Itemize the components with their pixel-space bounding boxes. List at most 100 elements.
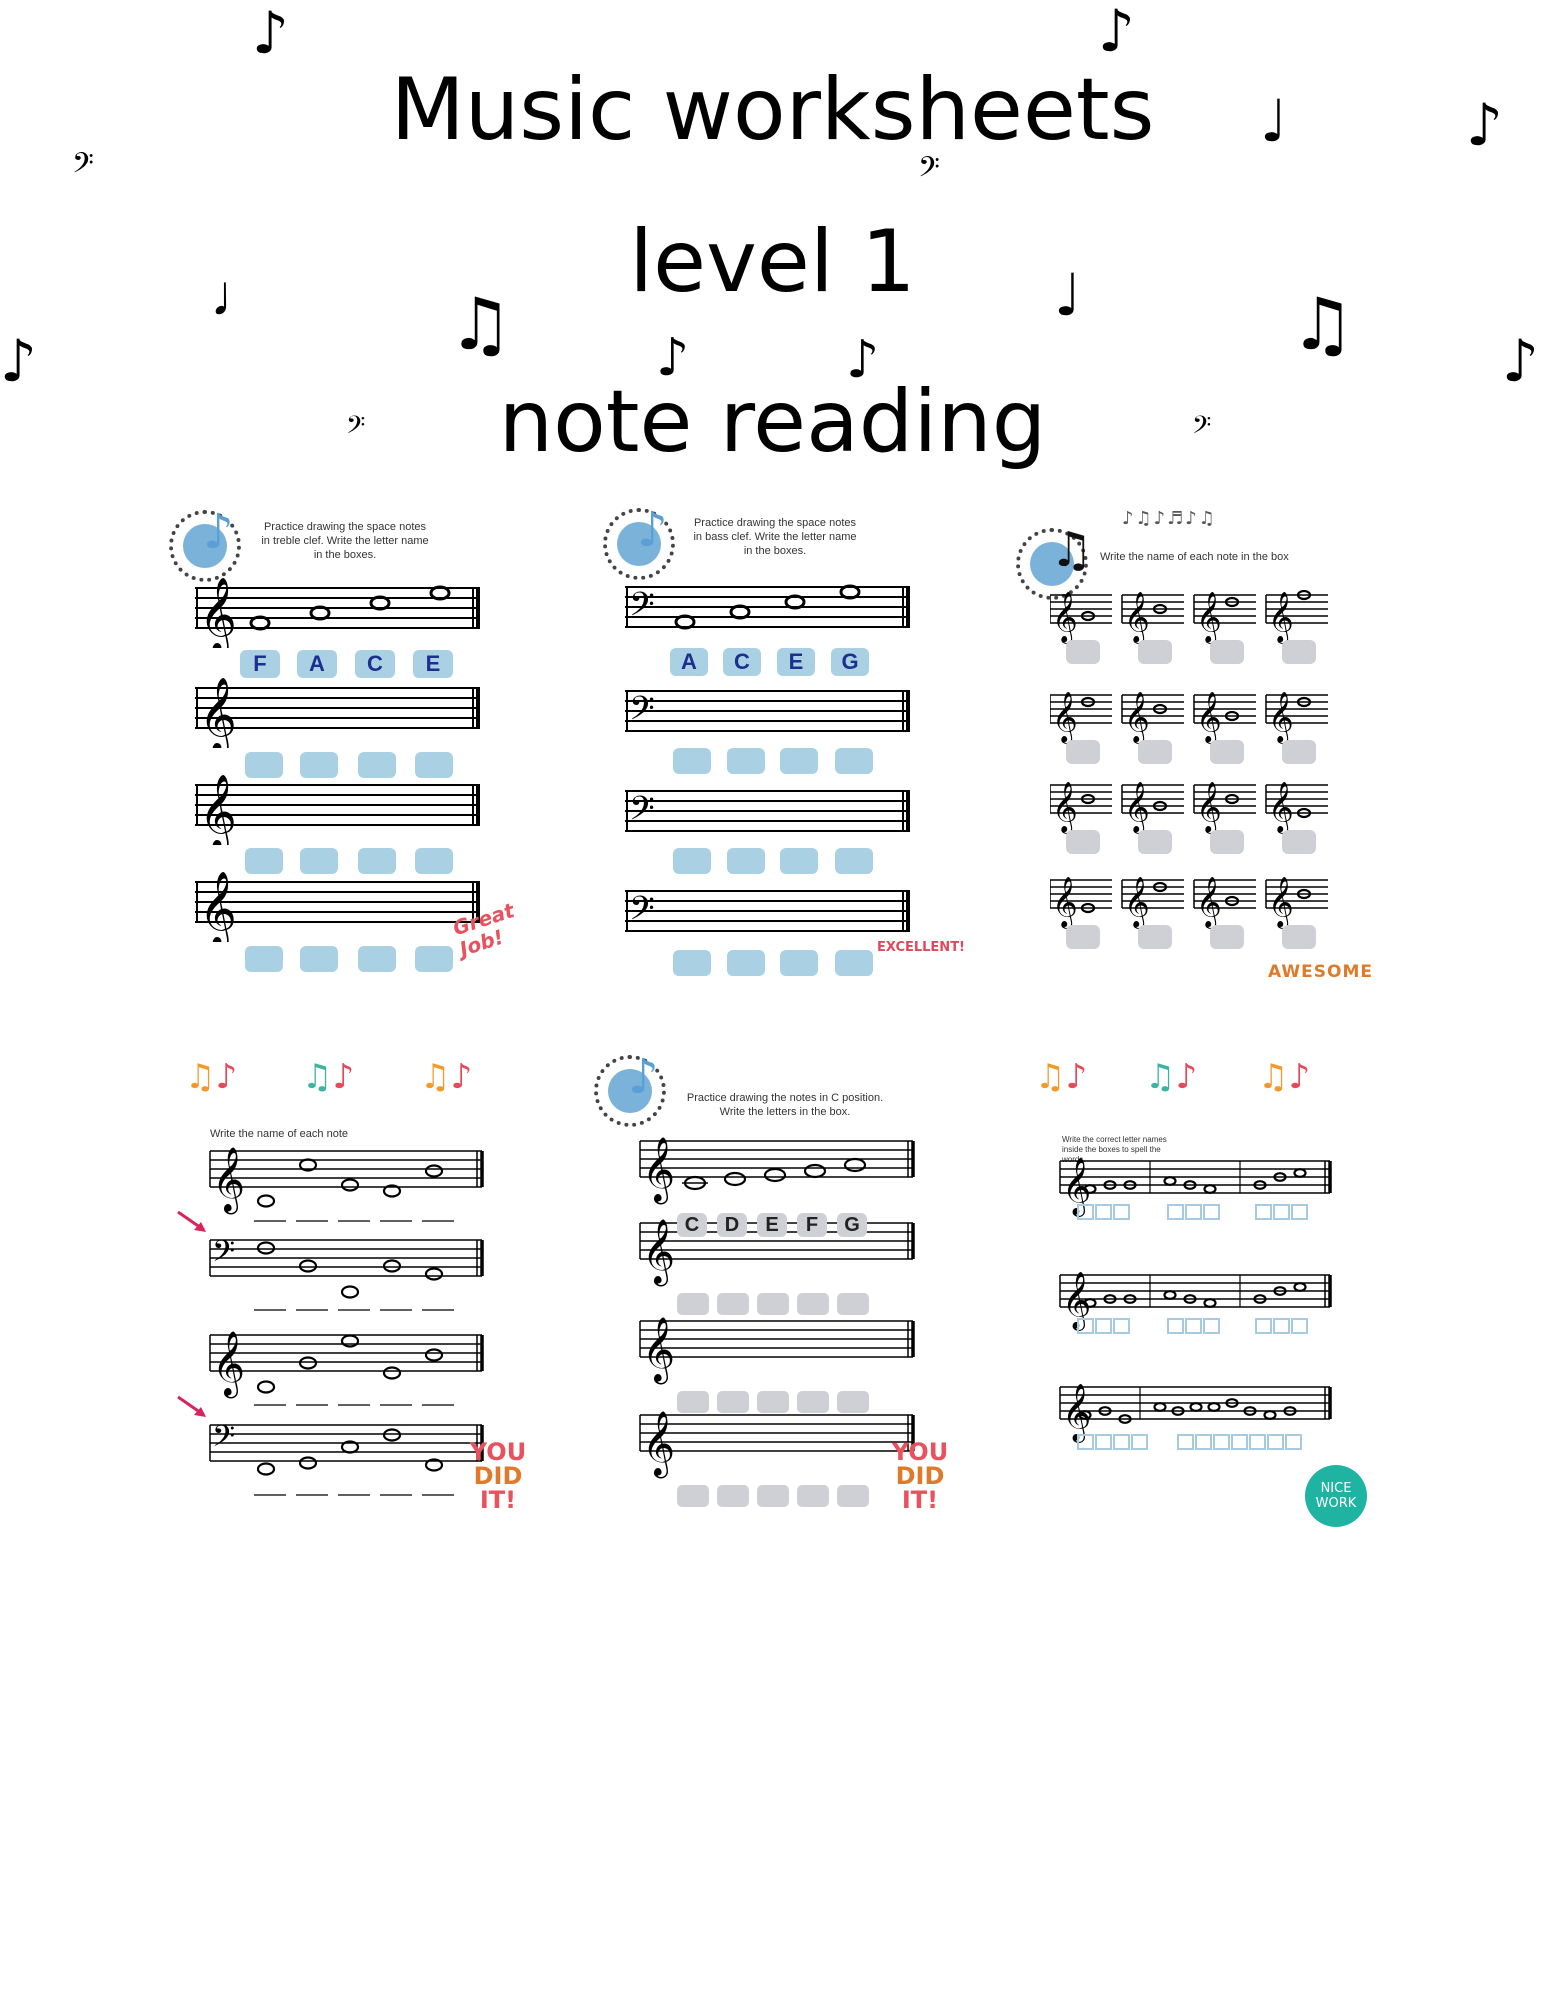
- treble-clef-icon: 𝄞: [1062, 1157, 1091, 1218]
- answer-box: [717, 1391, 749, 1413]
- answer-box[interactable]: E: [777, 648, 815, 676]
- answer-box[interactable]: G: [837, 1213, 867, 1237]
- whole-note: [803, 1163, 827, 1179]
- answer-box[interactable]: [835, 950, 873, 976]
- instruction-line: Write the name of each note in the box: [1100, 551, 1289, 563]
- answer-box[interactable]: [358, 848, 396, 874]
- treble-staff-empty: 𝄞: [195, 678, 480, 748]
- answer-box[interactable]: [245, 946, 283, 972]
- answer-box[interactable]: [245, 752, 283, 778]
- answer-box[interactable]: [300, 946, 338, 972]
- worksheet-name-each-note: ♫♪ ♫♪ ♫♪ Write the name of each note 𝄞𝄢𝄞…: [170, 1045, 540, 1535]
- treble-clef-icon: 𝄞: [1196, 877, 1222, 929]
- answer-box[interactable]: C: [355, 650, 395, 678]
- colorful-notes-icon: ♫♪: [185, 1057, 238, 1097]
- instruction-line: in the boxes.: [313, 549, 377, 561]
- answer-box[interactable]: [673, 748, 711, 774]
- whole-note: [1152, 603, 1168, 615]
- answer-box: [1138, 830, 1172, 854]
- svg-text:𝄞: 𝄞: [199, 578, 237, 648]
- answer-box[interactable]: [727, 748, 765, 774]
- answer-box: [717, 1293, 749, 1315]
- answer-box[interactable]: [300, 752, 338, 778]
- answer-box[interactable]: [727, 950, 765, 976]
- whole-note: [1118, 1414, 1132, 1424]
- staff: 𝄞: [1265, 782, 1328, 834]
- half-note-icon: ♩: [210, 261, 268, 329]
- whole-note: [1273, 1286, 1287, 1296]
- answer-box[interactable]: [245, 848, 283, 874]
- whole-note: [382, 1259, 402, 1273]
- answer-box[interactable]: [673, 950, 711, 976]
- whole-note: [298, 1456, 318, 1470]
- svg-text:𝄢: 𝄢: [629, 690, 655, 736]
- staff: 𝄞: [1193, 877, 1256, 929]
- answer-box: [1210, 640, 1244, 664]
- staff: 𝄞: [1265, 877, 1328, 929]
- letter-box: [1273, 1318, 1290, 1334]
- whole-note: [1293, 1168, 1307, 1178]
- instruction-line: inside the boxes to spell the: [1062, 1145, 1161, 1154]
- worksheet-treble-space-notes: ♪ Practice drawing the space notes in tr…: [165, 500, 535, 980]
- answer-box[interactable]: A: [297, 650, 337, 678]
- letter-box: [1113, 1204, 1130, 1220]
- whole-note: [382, 1366, 402, 1380]
- answer-box[interactable]: F: [797, 1213, 827, 1237]
- svg-text:𝄞: 𝄞: [199, 678, 237, 748]
- letter-box: [1167, 1318, 1184, 1334]
- whole-note: [424, 1458, 444, 1472]
- answer-box[interactable]: [780, 950, 818, 976]
- eighth-note-icon: ♪: [252, 0, 290, 67]
- answer-box[interactable]: [780, 748, 818, 774]
- answer-box[interactable]: [673, 848, 711, 874]
- instruction-line: Write the correct letter names: [1062, 1135, 1167, 1144]
- answer-box[interactable]: C: [677, 1213, 707, 1237]
- music-staff-wave-decoration: ♪♫♪♬♪♫: [1122, 508, 1217, 529]
- whole-note: [1080, 696, 1096, 708]
- answer-box[interactable]: [415, 752, 453, 778]
- sixteenth-note-icon: ♪: [1502, 327, 1540, 395]
- answer-box[interactable]: D: [717, 1213, 747, 1237]
- answer-box[interactable]: [358, 752, 396, 778]
- instruction-line: Practice drawing the space notes: [693, 517, 857, 529]
- answer-box[interactable]: [727, 848, 765, 874]
- svg-text:𝄞: 𝄞: [199, 872, 237, 942]
- instruction-line: Write the letters in the box.: [719, 1106, 851, 1118]
- answer-box[interactable]: [300, 848, 338, 874]
- answer-box[interactable]: E: [757, 1213, 787, 1237]
- treble-clef-icon: 𝄞: [1052, 592, 1078, 644]
- mixed-clef-staves: 𝄞𝄢𝄞𝄢: [177, 1147, 484, 1496]
- worksheet-spell-words: ♫♪ ♫♪ ♫♪ Write the correct letter names …: [1020, 1045, 1390, 1535]
- awesome-sticker: AWESOME: [1268, 962, 1373, 982]
- letter-box: [1095, 1318, 1112, 1334]
- colorful-notes-icon: ♫♪: [302, 1057, 355, 1097]
- answer-box[interactable]: [415, 946, 453, 972]
- whole-note: [1152, 800, 1168, 812]
- answer-box[interactable]: [780, 848, 818, 874]
- whole-note: [298, 1158, 318, 1172]
- piano-logo-icon: ♪: [603, 506, 675, 580]
- note-letter: D: [724, 1214, 740, 1236]
- whole-note: [1083, 1184, 1097, 1194]
- staff: 𝄞: [1265, 592, 1328, 644]
- answer-box[interactable]: [835, 748, 873, 774]
- answer-box[interactable]: E: [413, 650, 453, 678]
- letter-box: [1255, 1318, 1272, 1334]
- answer-box[interactable]: F: [240, 650, 280, 678]
- answer-box[interactable]: [358, 946, 396, 972]
- staff: 𝄞: [639, 1137, 915, 1204]
- answer-box[interactable]: C: [723, 648, 761, 676]
- whole-note: [1224, 596, 1240, 608]
- instruction-line: in bass clef. Write the letter name: [693, 531, 857, 543]
- letter-box: [1185, 1318, 1202, 1334]
- eighth-note-icon: ♪: [1466, 91, 1504, 159]
- answer-box: [1066, 640, 1100, 664]
- answer-box[interactable]: G: [831, 648, 869, 676]
- answer-box[interactable]: [415, 848, 453, 874]
- instruction-line: Practice drawing the space notes: [263, 521, 427, 533]
- answer-box[interactable]: [835, 848, 873, 874]
- answer-box[interactable]: A: [670, 648, 708, 676]
- whole-note: [1183, 1294, 1197, 1304]
- you-did-it-sticker-line: IT!: [901, 1486, 939, 1514]
- note-letter: E: [765, 1214, 779, 1236]
